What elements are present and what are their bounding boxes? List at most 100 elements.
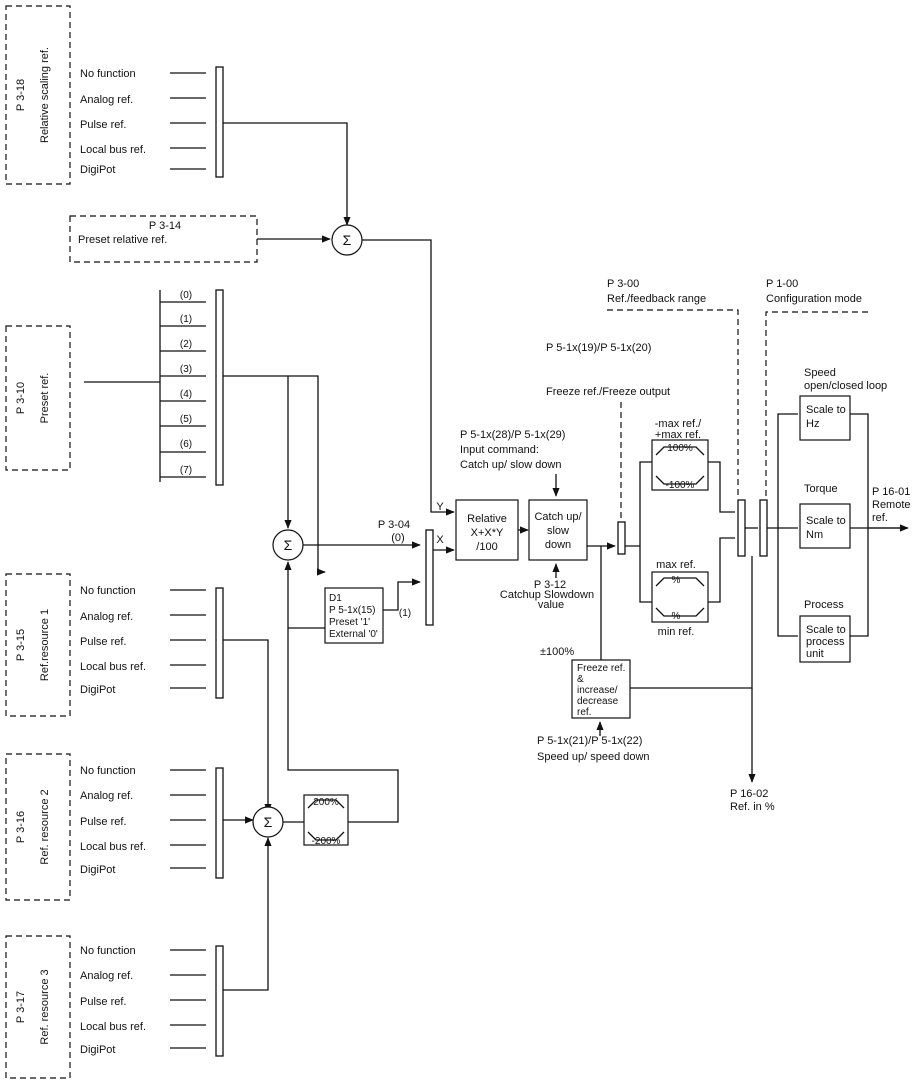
- option-lines: [170, 769, 206, 869]
- limit-200-top: 200%: [313, 797, 339, 808]
- ref-resource-1-param: P 3-15: [15, 629, 27, 661]
- catchup-value-param: P 3-12: [534, 579, 566, 591]
- scalers-merge: [850, 413, 904, 637]
- preset-relative-param: P 3-14: [149, 220, 181, 232]
- ref-resource-3-param: P 3-17: [15, 991, 27, 1023]
- relative-scaling-param: P 3-18: [15, 79, 27, 111]
- input-command-param: P 5-1x(28)/P 5-1x(29): [460, 429, 565, 441]
- preset-ref-frame: [5, 325, 71, 471]
- relative-scaling-frame: [5, 5, 71, 185]
- ref-resource-1-frame: [5, 573, 71, 717]
- d1-block: [324, 587, 384, 644]
- preset-slot-1: (1): [180, 314, 192, 325]
- scale-process-line1: Scale to: [806, 624, 846, 636]
- scale-nm-block: [799, 503, 851, 549]
- limit-minmax-top: %: [672, 575, 681, 586]
- x-selector-switch: [425, 529, 434, 626]
- preset-slot-3: (3): [180, 364, 192, 375]
- limit-100-label1: -max ref./: [655, 418, 702, 430]
- ref-resource-2-frame: [5, 753, 71, 901]
- option-digipot: DigiPot: [80, 864, 115, 876]
- config-to-scalers: [767, 413, 798, 637]
- d1-param: P 5-1x(15): [329, 605, 376, 616]
- config-mode-param: P 1-00: [766, 278, 798, 290]
- ref-resource-2-name: Ref. resource 2: [39, 789, 51, 864]
- preset-slot-lines: [160, 301, 206, 478]
- limit-minmax-symbol: [655, 577, 705, 617]
- option-local-bus-ref: Local bus ref.: [80, 661, 146, 673]
- ref-feedback-param: P 3-00: [607, 278, 639, 290]
- preset-ref-name: Preset ref.: [39, 373, 51, 424]
- preset-ref-group: P 3-10 Preset ref. (0) (1) (2) (3) (4) (…: [5, 289, 224, 486]
- resource1-to-sum: [223, 639, 272, 813]
- catchup-line2: slow: [547, 525, 569, 537]
- y-input-label: Y: [436, 501, 444, 513]
- option-analog-ref: Analog ref.: [80, 970, 133, 982]
- preset-relative-group: P 3-14 Preset relative ref.: [69, 215, 258, 263]
- option-digipot: DigiPot: [80, 684, 115, 696]
- p519-20-label: P 5-1x(19)/P 5-1x(20): [546, 342, 651, 354]
- resource3-to-sum: [223, 837, 272, 991]
- scale-process-line2: process: [806, 636, 845, 648]
- freeze-ref-line2: &: [577, 674, 584, 685]
- preset-ref-param: P 3-10: [15, 382, 27, 414]
- scale-process-line3: unit: [806, 648, 824, 660]
- d1-output-label: (1): [399, 608, 411, 619]
- ref-resource-3-group: P 3-17 Ref. resource 3 No function Analo…: [5, 935, 224, 1079]
- option-no-function: No function: [80, 68, 136, 80]
- selector-switch: [215, 945, 224, 1057]
- limit-100-symbol: [655, 446, 705, 485]
- limiters-to-range-switch: [708, 461, 735, 603]
- preset-slot-2: (2): [180, 339, 192, 350]
- ref-feedback-control-line: [607, 309, 739, 498]
- preset-to-d1: [223, 375, 326, 576]
- catchup-line3: down: [545, 539, 571, 551]
- torque-label: Torque: [804, 483, 838, 495]
- option-digipot: DigiPot: [80, 1044, 115, 1056]
- freeze-ref-line5: ref.: [577, 707, 591, 718]
- relative-block-formula: X+X*Y: [471, 527, 504, 539]
- ref-resource-3-name: Ref. resource 3: [39, 969, 51, 1044]
- ref-resource-3-frame: [5, 935, 71, 1079]
- freeze-output-label: Freeze ref./Freeze output: [546, 386, 670, 398]
- preset-slot-4: (4): [180, 389, 192, 400]
- preset-relative-name: Preset relative ref.: [78, 234, 167, 246]
- scale-process-block: [799, 615, 851, 663]
- p304-value: (0): [391, 532, 404, 544]
- limit-200-symbol: [307, 799, 345, 841]
- y-signal-line: [362, 239, 455, 516]
- preset-slot-7: (7): [180, 465, 192, 476]
- preset-slot-0: (0): [180, 290, 192, 301]
- p304-param: P 3-04: [378, 519, 410, 531]
- ref-resource-2-param: P 3-16: [15, 811, 27, 843]
- option-pulse-ref: Pulse ref.: [80, 996, 126, 1008]
- limit-to-main-sum: [284, 561, 399, 823]
- option-no-function: No function: [80, 765, 136, 777]
- range-switch: [737, 499, 746, 557]
- option-lines: [170, 72, 206, 170]
- ref-resource-1-group: P 3-15 Ref.resource 1 No function Analog…: [5, 573, 224, 717]
- relative-scaling-to-sum: [223, 122, 351, 226]
- sum-symbol-resources: Σ: [264, 814, 273, 830]
- freeze-ref-line3: increase/: [577, 685, 618, 696]
- preset-slot-6: (6): [180, 439, 192, 450]
- relative-block-title: Relative: [467, 513, 507, 525]
- limit-minmax-label-bottom: min ref.: [658, 626, 695, 638]
- catchup-line1: Catch up/: [534, 511, 582, 523]
- config-mode-name: Configuration mode: [766, 293, 862, 305]
- option-pulse-ref: Pulse ref.: [80, 816, 126, 828]
- ref-percent-param: P 16-02: [730, 788, 768, 800]
- option-digipot: DigiPot: [80, 164, 115, 176]
- catchup-value-title: Catchup Slowdown: [500, 589, 594, 601]
- ref-percent-name: Ref. in %: [730, 801, 775, 813]
- selector-switch: [215, 66, 224, 178]
- relative-block: [455, 499, 519, 561]
- limit-100-label2: +max ref.: [655, 429, 701, 441]
- scale-nm-line2: Nm: [806, 529, 823, 541]
- freeze-ref-line4: decrease: [577, 696, 619, 707]
- remote-ref-param: P 16-01: [872, 486, 910, 498]
- config-mode-switch: [759, 499, 768, 557]
- freeze-ref-line1: Freeze ref.: [577, 663, 625, 674]
- limit-minmax-label-top: max ref.: [656, 559, 696, 571]
- scale-nm-line1: Scale to: [806, 515, 846, 527]
